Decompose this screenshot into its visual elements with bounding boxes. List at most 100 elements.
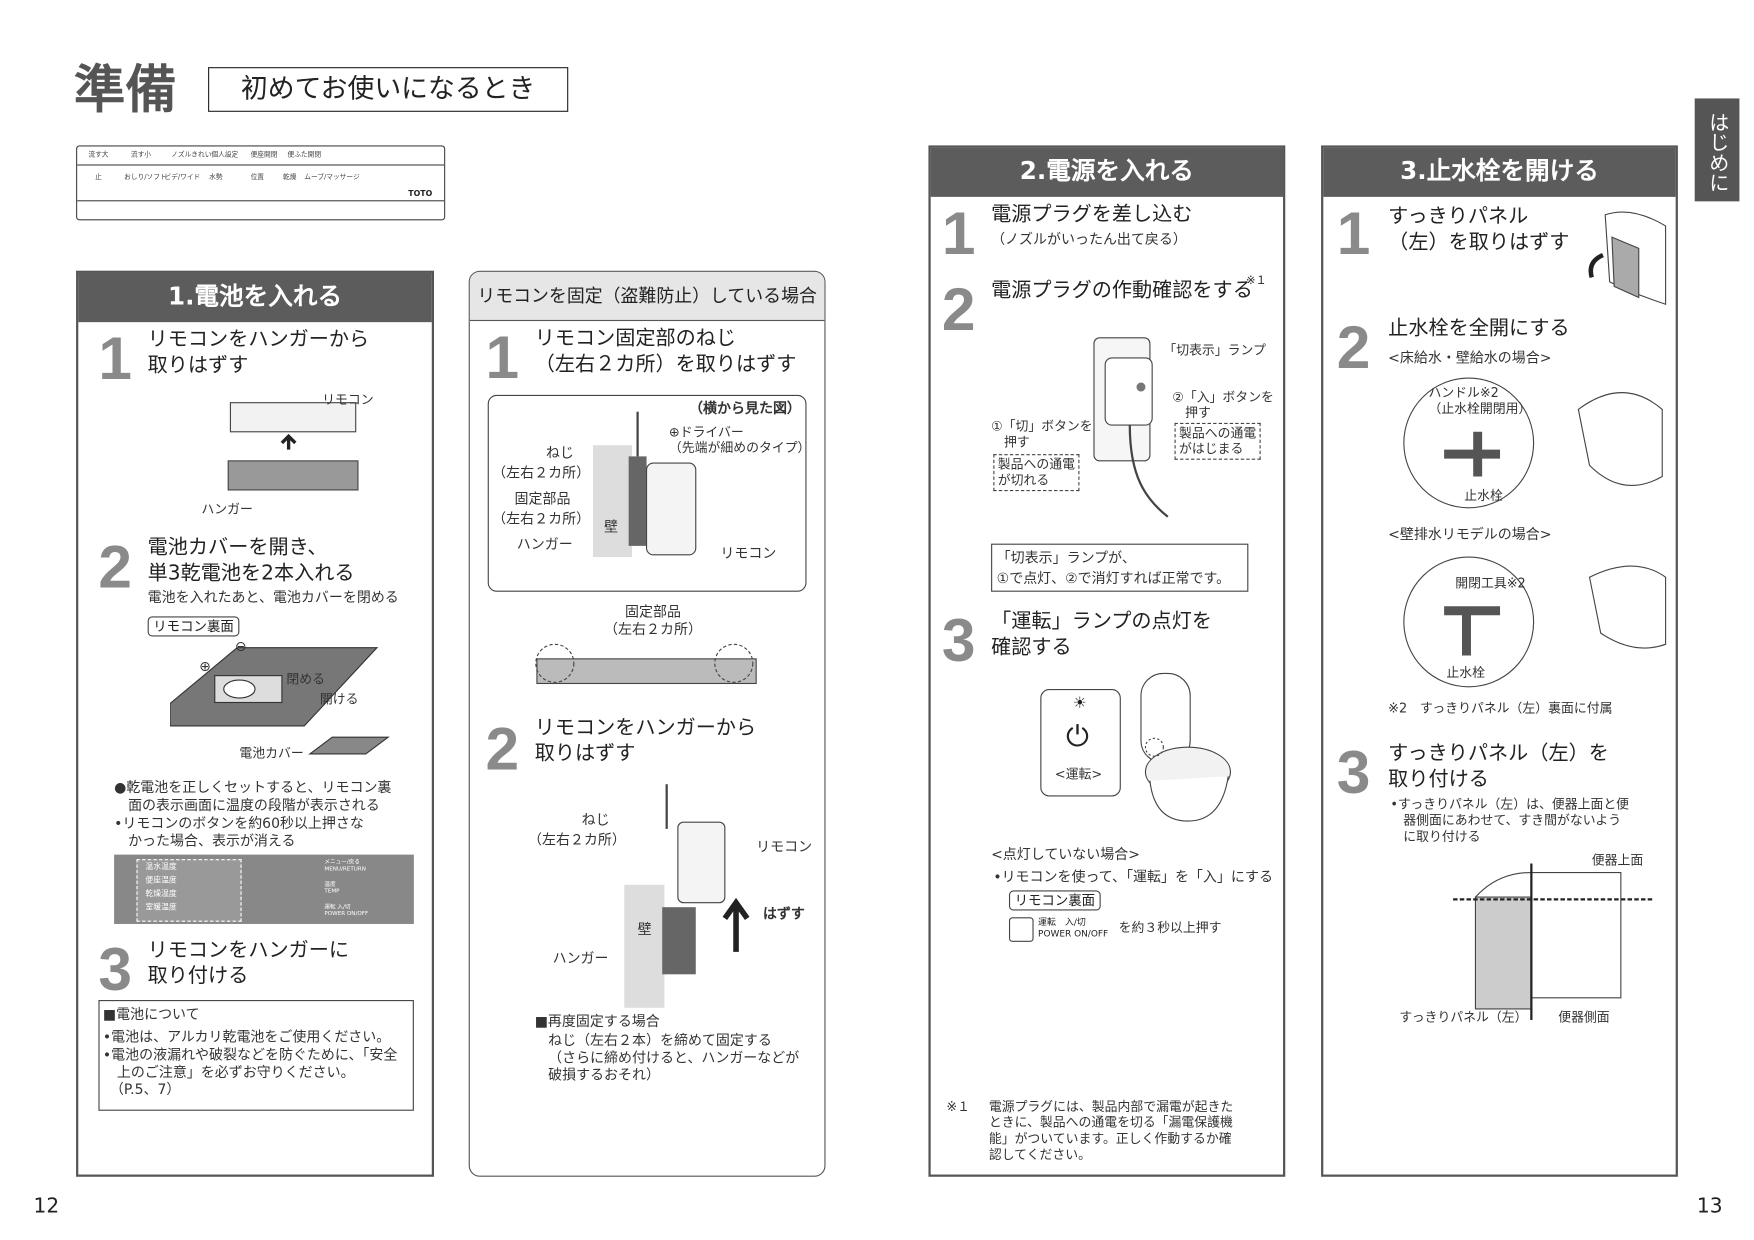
- both-sides-label: （左右２カ所）: [492, 464, 591, 481]
- remote-top-label: 流す大: [88, 151, 109, 159]
- panel-battery: 1.電池を入れる 1 リモコンをハンガーから 取りはずす リモコン ハンガー 2…: [76, 270, 435, 1177]
- step-number: 2: [485, 715, 520, 784]
- footnote-mark: ※１: [946, 1098, 970, 1115]
- remote-back-tag: リモコン裏面: [1008, 890, 1101, 911]
- step-text: リモコンをハンガーに 取り付ける: [147, 938, 350, 989]
- power-button-label: 運転 入/切 POWER ON/OFF: [1038, 917, 1109, 939]
- remote-label: リモコン: [720, 544, 777, 562]
- remove-label: はずす: [762, 904, 805, 922]
- step-number: 1: [485, 324, 520, 392]
- hanger-label: ハンガー: [516, 535, 573, 553]
- power-plug-illustration: [1093, 337, 1169, 518]
- brand-logo: TOTO: [408, 189, 433, 198]
- plus-label: ⊕: [199, 657, 211, 675]
- hanger-fixing-illustration: [535, 643, 757, 685]
- box-title: ■電池について: [102, 1005, 200, 1023]
- step-text: リモコン固定部のねじ （左右２カ所）を取りはずす: [534, 326, 797, 377]
- remote-top-label: 流す小: [130, 151, 152, 159]
- minus-label: ⊖: [234, 637, 247, 655]
- case-label: <床給水・壁給水の場合>: [1388, 349, 1552, 366]
- panel-title: 2.電源を入れる: [930, 147, 1284, 197]
- page-title: 準備: [73, 59, 177, 120]
- remote-back-tag: リモコン裏面: [147, 616, 240, 637]
- screw-label: ねじ: [581, 810, 610, 828]
- power-button-icon: [1008, 917, 1034, 942]
- step-number: 1: [98, 325, 133, 393]
- both-sides-label: （左右２カ所）: [492, 510, 591, 527]
- off-note: 製品への通電 が切れる: [993, 454, 1080, 491]
- fixing-part-below-label: 固定部品 （左右２カ所）: [604, 602, 702, 638]
- step-subtext: 電池を入れたあと、電池カバーを閉める: [147, 588, 399, 606]
- display-row: 温水温度: [145, 862, 177, 872]
- page-subtitle: 初めてお使いになるとき: [208, 67, 569, 112]
- close-label: 閉める: [286, 671, 325, 687]
- footnote-text: 電源プラグには、製品内部で漏電が起きた ときに、製品への通電を切る「漏電保護機 …: [988, 1098, 1234, 1163]
- both-sides-label: （左右２カ所）: [527, 831, 626, 848]
- step-subtext: （ノズルがいったん出て戻る）: [991, 230, 1187, 248]
- instruction: •リモコンを使って、「運転」を「入」にする: [993, 868, 1273, 885]
- remote-top-label: 便ふた開閉: [287, 151, 322, 159]
- step-number: 2: [941, 276, 976, 344]
- operation-label: <運転>: [1054, 766, 1103, 782]
- box-item: •電池の液漏れや破裂などを防ぐために、「安全 上のご注意」を必ずお守りください。…: [102, 1045, 398, 1098]
- step-subtext: •すっきりパネル（左）は、便器上面と便 器側面にあわせて、すき間がないよう に取…: [1390, 796, 1630, 845]
- step-text: リモコンをハンガーから 取りはずす: [147, 327, 370, 378]
- hanger-label: ハンガー: [552, 949, 609, 967]
- valve-illustration-1: [1403, 377, 1663, 509]
- screw-label: ねじ: [545, 444, 574, 461]
- toilet-illustration: [1140, 672, 1232, 822]
- panel-water-valve: 3.止水栓を開ける 1 すっきりパネル （左）を取りはずす 2 止水栓を全開にす…: [1321, 145, 1678, 1177]
- open-label: 開ける: [319, 691, 359, 707]
- step-text: すっきりパネル（左）を 取り付ける: [1388, 741, 1609, 792]
- remote-top-label: 個人設定: [211, 151, 239, 159]
- tool-label: 開閉工具※2: [1455, 574, 1526, 591]
- label-remote: リモコン: [322, 391, 374, 408]
- view-label: （横から見た図）: [689, 399, 801, 417]
- step-text: リモコンをハンガーから 取りはずす: [534, 715, 757, 766]
- operation-lamp-illustration: ☀ ⏻ <運転>: [1040, 689, 1121, 797]
- power-button-label: 運転 入/切 POWER ON/OFF: [324, 903, 369, 918]
- step-text: 「運転」ランプの点灯を 確認する: [991, 609, 1212, 660]
- step-text: 電源プラグを差し込む: [991, 202, 1193, 226]
- valve-label: 止水栓: [1446, 664, 1485, 681]
- lamp-check-box: 「切表示」ランプが、 ①で点灯、②で消灯すれば正常です。: [991, 543, 1249, 592]
- wall-label: 壁: [604, 517, 619, 535]
- step-number: 2: [98, 533, 133, 601]
- remote-bottom-label: ムーブ/マッサージ: [304, 173, 360, 182]
- note: ●乾電池を正しくセットすると、リモコン裏 面の表示画面に温度の段階が表示される: [114, 778, 392, 813]
- step-text: 止水栓を全開にする: [1388, 316, 1570, 341]
- remote-hanger-illustration: [227, 402, 359, 491]
- remote-bottom-label: ビデ/ワイド: [164, 173, 201, 182]
- panel-remove-illustration: [1588, 211, 1667, 306]
- valve-illustration-2: [1403, 556, 1667, 688]
- temp-button-label: 温度 TEMP: [324, 881, 340, 896]
- panel-title: リモコンを固定（盗難防止）している場合: [469, 271, 825, 322]
- accessory-note: ※2 すっきりパネル（左）裏面に付属: [1388, 700, 1613, 716]
- side-tab[interactable]: はじめに: [1694, 98, 1740, 202]
- remote-label: リモコン: [756, 837, 813, 855]
- menu-button-label: メニュー/戻る MENU/RETURN: [324, 859, 366, 873]
- step-number: 2: [1336, 314, 1371, 382]
- on-button-label: ②「入」ボタンを 押す: [1172, 389, 1274, 422]
- refix-title: ■再度固定する場合: [534, 1012, 660, 1030]
- press-instruction: を約３秒以上押す: [1118, 919, 1222, 936]
- step-number: 1: [941, 200, 976, 268]
- display-row: 便座温度: [145, 875, 177, 885]
- remote-bottom-label: 止: [95, 173, 102, 182]
- step-number: 3: [941, 607, 976, 675]
- power-icon: ⏻: [1066, 720, 1090, 754]
- footnote-mark: ※１: [1246, 275, 1267, 288]
- cover-label: 電池カバー: [239, 744, 304, 761]
- box-item: •電池は、アルカリ乾電池をご使用ください。: [102, 1027, 391, 1045]
- lamp-label: 「切表示」ランプ: [1163, 342, 1266, 358]
- not-lit-label: <点灯していない場合>: [991, 845, 1140, 863]
- display-row: 乾燥温度: [145, 889, 177, 899]
- wall-label: 壁: [637, 920, 652, 938]
- step-text: 電源プラグの作動確認をする: [991, 278, 1253, 303]
- panel-attach-illustration: [1453, 863, 1655, 1021]
- remote-control-illustration: 流す大 流す小 ノズルきれい 個人設定 便座開閉 便ふた開閉 止 おしり/ソフト…: [76, 145, 446, 221]
- handle-label: ハンドル※2 （止水栓開閉用）: [1428, 384, 1532, 417]
- toilet-top-label: 便器上面: [1591, 852, 1644, 869]
- step-number: 3: [98, 936, 133, 1004]
- panel-label: すっきりパネル（左）: [1399, 1008, 1528, 1025]
